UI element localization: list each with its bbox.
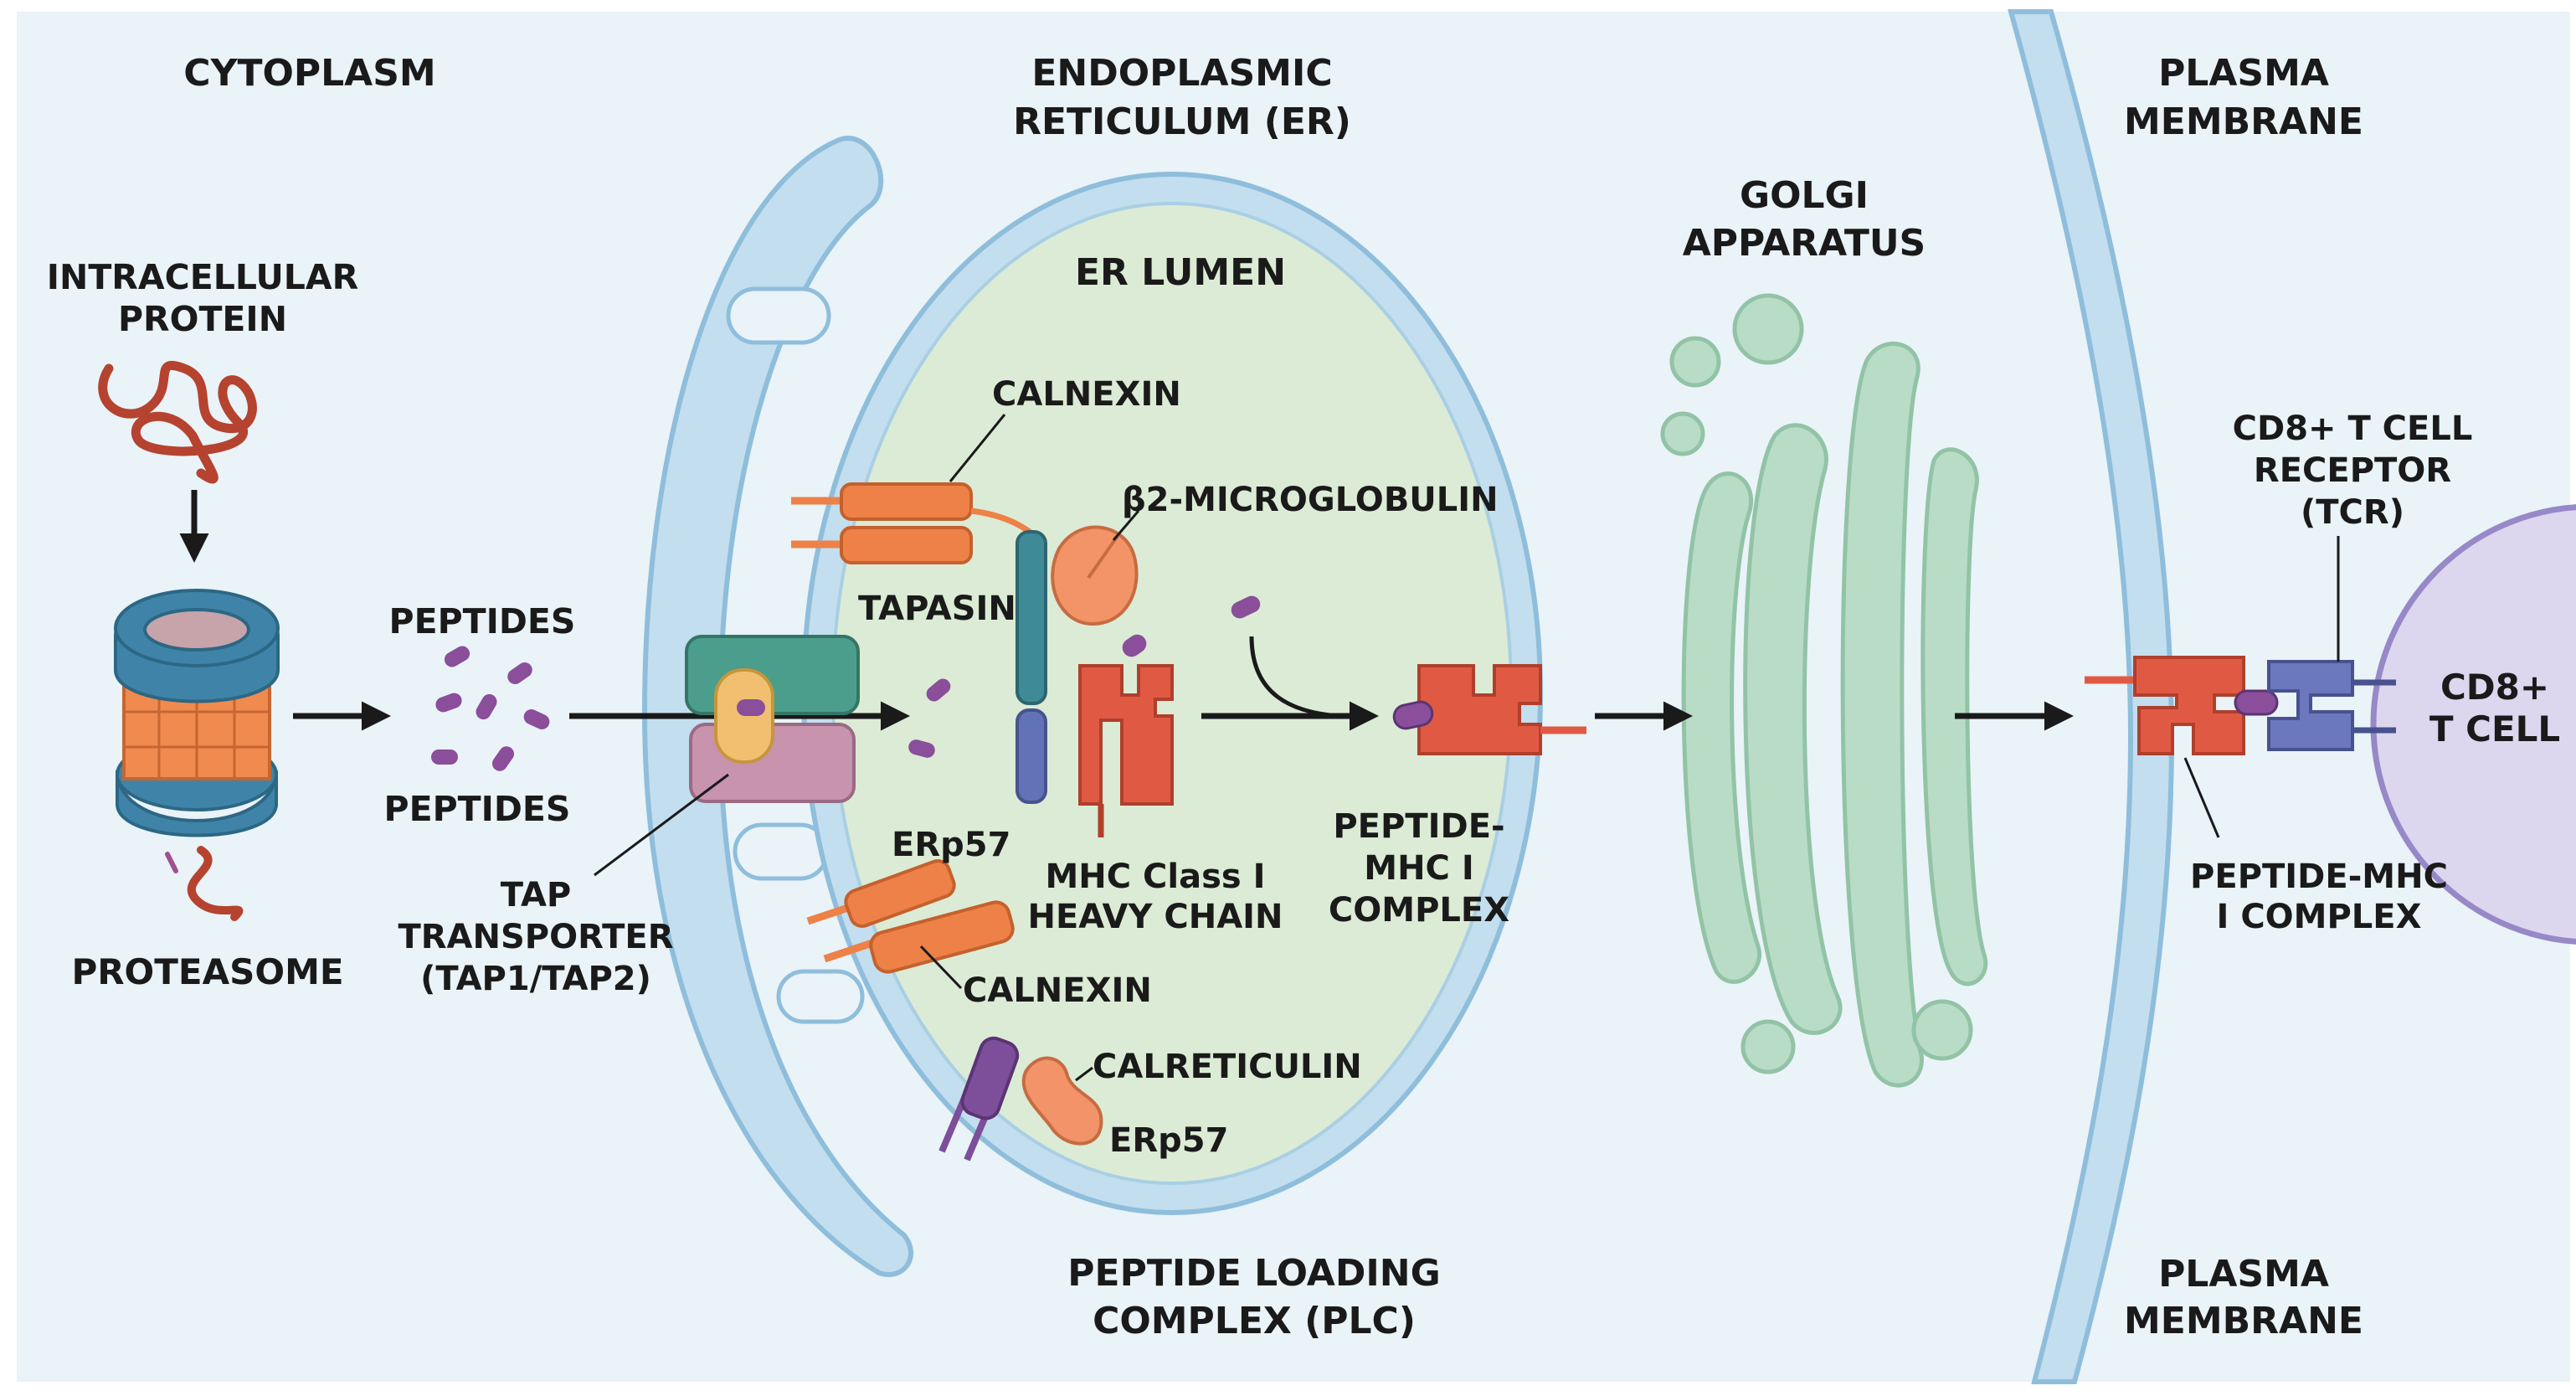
label-calnexin-top: CALNEXIN (992, 375, 1181, 414)
label-plc-line1: PEPTIDE LOADING (1067, 1252, 1440, 1295)
label-peptides-bottom: PEPTIDES (384, 789, 571, 829)
cd8-t-cell (2370, 504, 2576, 945)
label-mhc-line2: HEAVY CHAIN (1027, 898, 1283, 936)
calnexin-bottom-icon (806, 859, 1015, 974)
b2-microglobulin-icon (1051, 525, 1139, 626)
label-tcell-line2: T CELL (2429, 708, 2560, 750)
label-pmhc-er-line3: COMPLEX (1329, 891, 1509, 930)
tap-transporter-icon (685, 635, 860, 803)
label-tap-line3: (TAP1/TAP2) (420, 960, 651, 998)
label-er-line2: RETICULUM (ER) (1013, 100, 1351, 143)
label-peptides-top: PEPTIDES (389, 601, 576, 641)
intracellular-protein-icon (98, 360, 257, 484)
calreticulin-icon (938, 1036, 1103, 1162)
label-golgi-line2: APPARATUS (1683, 222, 1926, 265)
calnexin-top-leader (949, 414, 1006, 482)
tapasin-icon (1015, 530, 1047, 705)
label-pmhc-er-line1: PEPTIDE- (1333, 807, 1504, 846)
label-er-line1: ENDOPLASMIC (1031, 52, 1332, 95)
pmhc-surface-leader (2183, 757, 2220, 838)
mhc-heavy-chain-icon (1078, 634, 1174, 837)
golgi-apparatus (1660, 293, 1988, 1088)
label-erp57-bottom: ERp57 (1109, 1121, 1228, 1160)
b2m-leader (1112, 510, 1140, 541)
er-channel (726, 286, 831, 345)
peptides-icon (431, 646, 550, 771)
label-plc-line2: COMPLEX (PLC) (1093, 1300, 1416, 1342)
label-cytoplasm: CYTOPLASM (183, 52, 435, 95)
label-tap-line1: TAP (501, 876, 571, 914)
er-channel (733, 822, 830, 881)
label-pm-bottom-line1: PLASMA (2158, 1253, 2329, 1296)
pmhc-surface-icon (2085, 656, 2279, 755)
label-tap-line2: TRANSPORTER (398, 918, 673, 956)
erp57-left-icon (1015, 708, 1047, 804)
label-er-lumen: ER LUMEN (1075, 251, 1286, 294)
label-pm-bottom-line2: MEMBRANE (2124, 1300, 2363, 1342)
tcr-icon (2267, 660, 2396, 751)
label-proteasome: PROTEASOME (71, 951, 343, 992)
label-tcr-line3: (TCR) (2301, 493, 2404, 532)
plasma-membrane (2008, 9, 2175, 1384)
label-golgi-line1: GOLGI (1740, 174, 1869, 217)
tap-label-leader (594, 773, 729, 877)
er-free-peptide-icon (1231, 595, 1261, 619)
label-pmhc-pm-line2: I COMPLEX (2217, 898, 2422, 936)
label-b2m: β2-MICROGLOBULIN (1122, 481, 1499, 519)
calnexin-bottom-leader (919, 945, 963, 990)
label-pm-top-line1: PLASMA (2158, 52, 2329, 95)
label-erp57-left: ERp57 (892, 826, 1010, 864)
pmhc-er-icon (1392, 664, 1586, 755)
calnexin-top-icon (791, 482, 1045, 564)
label-intracellular-line1: INTRACELLULAR (47, 257, 358, 297)
label-tcr-line2: RECEPTOR (2254, 451, 2451, 490)
label-tcr-line1: CD8+ T CELL (2233, 410, 2473, 448)
er-peptides-icon (908, 678, 951, 758)
label-mhc-line1: MHC Class I (1045, 858, 1265, 896)
label-tcell-line1: CD8+ (2440, 667, 2549, 708)
calreticulin-leader (1075, 1066, 1093, 1082)
er-channel (776, 969, 865, 1024)
label-intracellular-line2: PROTEIN (118, 299, 287, 339)
proteasome-icon (114, 589, 280, 921)
label-calreticulin: CALRETICULIN (1093, 1048, 1362, 1086)
label-tapasin: TAPASIN (858, 590, 1016, 628)
label-calnexin-bottom: CALNEXIN (963, 971, 1152, 1010)
label-pmhc-er-line2: MHC I (1364, 849, 1473, 888)
label-pm-top-line2: MEMBRANE (2124, 100, 2363, 143)
label-pmhc-pm-line1: PEPTIDE-MHC (2190, 858, 2448, 896)
